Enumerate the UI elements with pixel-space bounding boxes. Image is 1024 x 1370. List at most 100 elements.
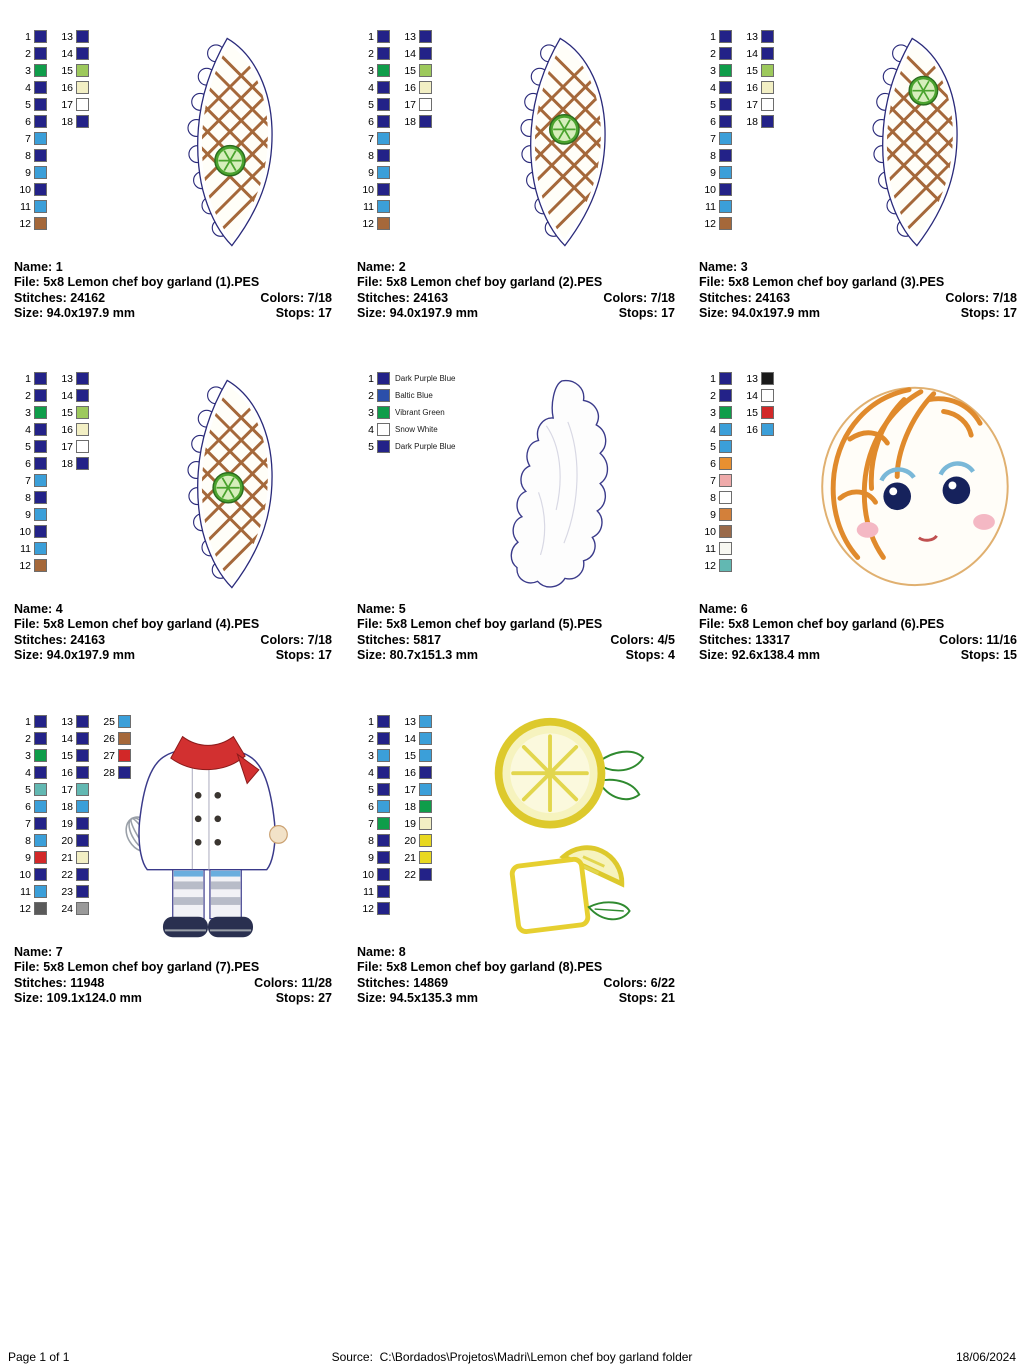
color-swatch: [419, 115, 432, 128]
palette-entry: 6: [14, 113, 47, 130]
thread-number: 21: [61, 851, 73, 864]
thread-number: 16: [746, 423, 758, 436]
design-thumbnail: [502, 375, 622, 595]
garland-segment-icon: [859, 30, 971, 254]
thread-number: 5: [368, 783, 374, 796]
thread-number: 14: [404, 732, 416, 745]
thread-number: 13: [61, 372, 73, 385]
palette-entry: 14: [56, 730, 89, 747]
color-swatch: [719, 98, 732, 111]
design-size: Size: 94.0x197.9 mm: [14, 648, 135, 663]
palette-entry: 17: [741, 96, 774, 113]
source-path: Source: C:\Bordados\Projetos\Madri\Lemon…: [331, 1350, 693, 1364]
thread-number: 5: [25, 98, 31, 111]
palette-entry: 1: [357, 28, 390, 45]
color-swatch: [761, 81, 774, 94]
palette-entry: 6: [357, 798, 390, 815]
design-stitches: Stitches: 5817: [357, 632, 442, 647]
thread-number: 3: [25, 64, 31, 77]
color-swatch: [34, 885, 47, 898]
print-date: 18/06/2024: [955, 1350, 1016, 1364]
boy-face-icon: [821, 386, 1009, 587]
palette-entry: 5: [699, 438, 732, 455]
thread-number: 18: [746, 115, 758, 128]
design-name: Name: 6: [699, 602, 748, 616]
color-swatch: [761, 389, 774, 402]
thread-number: 20: [404, 834, 416, 847]
thread-number: 6: [710, 457, 716, 470]
palette-entry: 11: [357, 198, 390, 215]
palette-entry: 13: [56, 28, 89, 45]
color-swatch: [76, 457, 89, 470]
palette-entry: 16: [741, 79, 774, 96]
thread-number: 6: [368, 800, 374, 813]
palette-entry: 9: [357, 849, 390, 866]
color-swatch: [377, 372, 390, 385]
thread-number: 11: [20, 200, 31, 213]
design-info: Name: 7 File: 5x8 Lemon chef boy garland…: [14, 945, 332, 1007]
design-size: Size: 92.6x138.4 mm: [699, 648, 820, 663]
design-thumbnail: [174, 30, 286, 254]
palette-entry: 18: [56, 455, 89, 472]
color-swatch: [419, 749, 432, 762]
thread-number: 15: [61, 749, 73, 762]
thread-number: 1: [25, 30, 31, 43]
palette-entry: 21: [399, 849, 432, 866]
palette-entry: 8: [699, 489, 732, 506]
color-swatch: [377, 406, 390, 419]
palette-entry: 5: [14, 781, 47, 798]
thread-number: 12: [704, 559, 716, 572]
palette-entry: 9: [357, 164, 390, 181]
color-swatch: [719, 166, 732, 179]
palette-entry: 17: [56, 781, 89, 798]
palette-entry: 10: [357, 866, 390, 883]
thread-number: 1: [710, 30, 716, 43]
color-swatch: [34, 166, 47, 179]
color-swatch: [34, 817, 47, 830]
design-colors: Colors: 7/18: [603, 290, 675, 305]
page-number: Page 1 of 1: [8, 1350, 70, 1364]
color-swatch: [118, 749, 131, 762]
palette-entry: 12: [14, 900, 47, 917]
design-name: Name: 3: [699, 260, 748, 274]
design-stops: Stops: 17: [275, 648, 332, 663]
design-info: Name: 5 File: 5x8 Lemon chef boy garland…: [357, 602, 675, 664]
palette-entry: 8: [699, 147, 732, 164]
palette-entry: 21: [56, 849, 89, 866]
chef-hat-icon: [510, 379, 609, 588]
color-swatch: [34, 423, 47, 436]
thread-number: 8: [710, 149, 716, 162]
design-stitches: Stitches: 24163: [357, 290, 449, 305]
thread-number: 6: [710, 115, 716, 128]
thread-number: 16: [61, 81, 73, 94]
palette-entry: 3: [357, 747, 390, 764]
thread-number: 19: [61, 817, 73, 830]
color-swatch: [377, 783, 390, 796]
thread-number: 17: [61, 783, 73, 796]
palette-entry: 10: [14, 523, 47, 540]
design-colors: Colors: 7/18: [945, 290, 1017, 305]
color-swatch: [719, 372, 732, 385]
palette-entry: 8: [14, 489, 47, 506]
color-swatch: [719, 542, 732, 555]
color-swatch: [34, 30, 47, 43]
thread-number: 3: [368, 64, 374, 77]
color-swatch: [419, 851, 432, 864]
color-swatch: [76, 423, 89, 436]
thread-number: 14: [61, 47, 73, 60]
color-swatch: [76, 749, 89, 762]
color-swatch: [719, 457, 732, 470]
palette-entry: 4: [699, 421, 732, 438]
palette-entry: 10: [357, 181, 390, 198]
design-stops: Stops: 4: [625, 648, 675, 663]
palette-entry: 18: [399, 113, 432, 130]
color-swatch: [719, 149, 732, 162]
design-file: File: 5x8 Lemon chef boy garland (6).PES: [699, 617, 945, 632]
